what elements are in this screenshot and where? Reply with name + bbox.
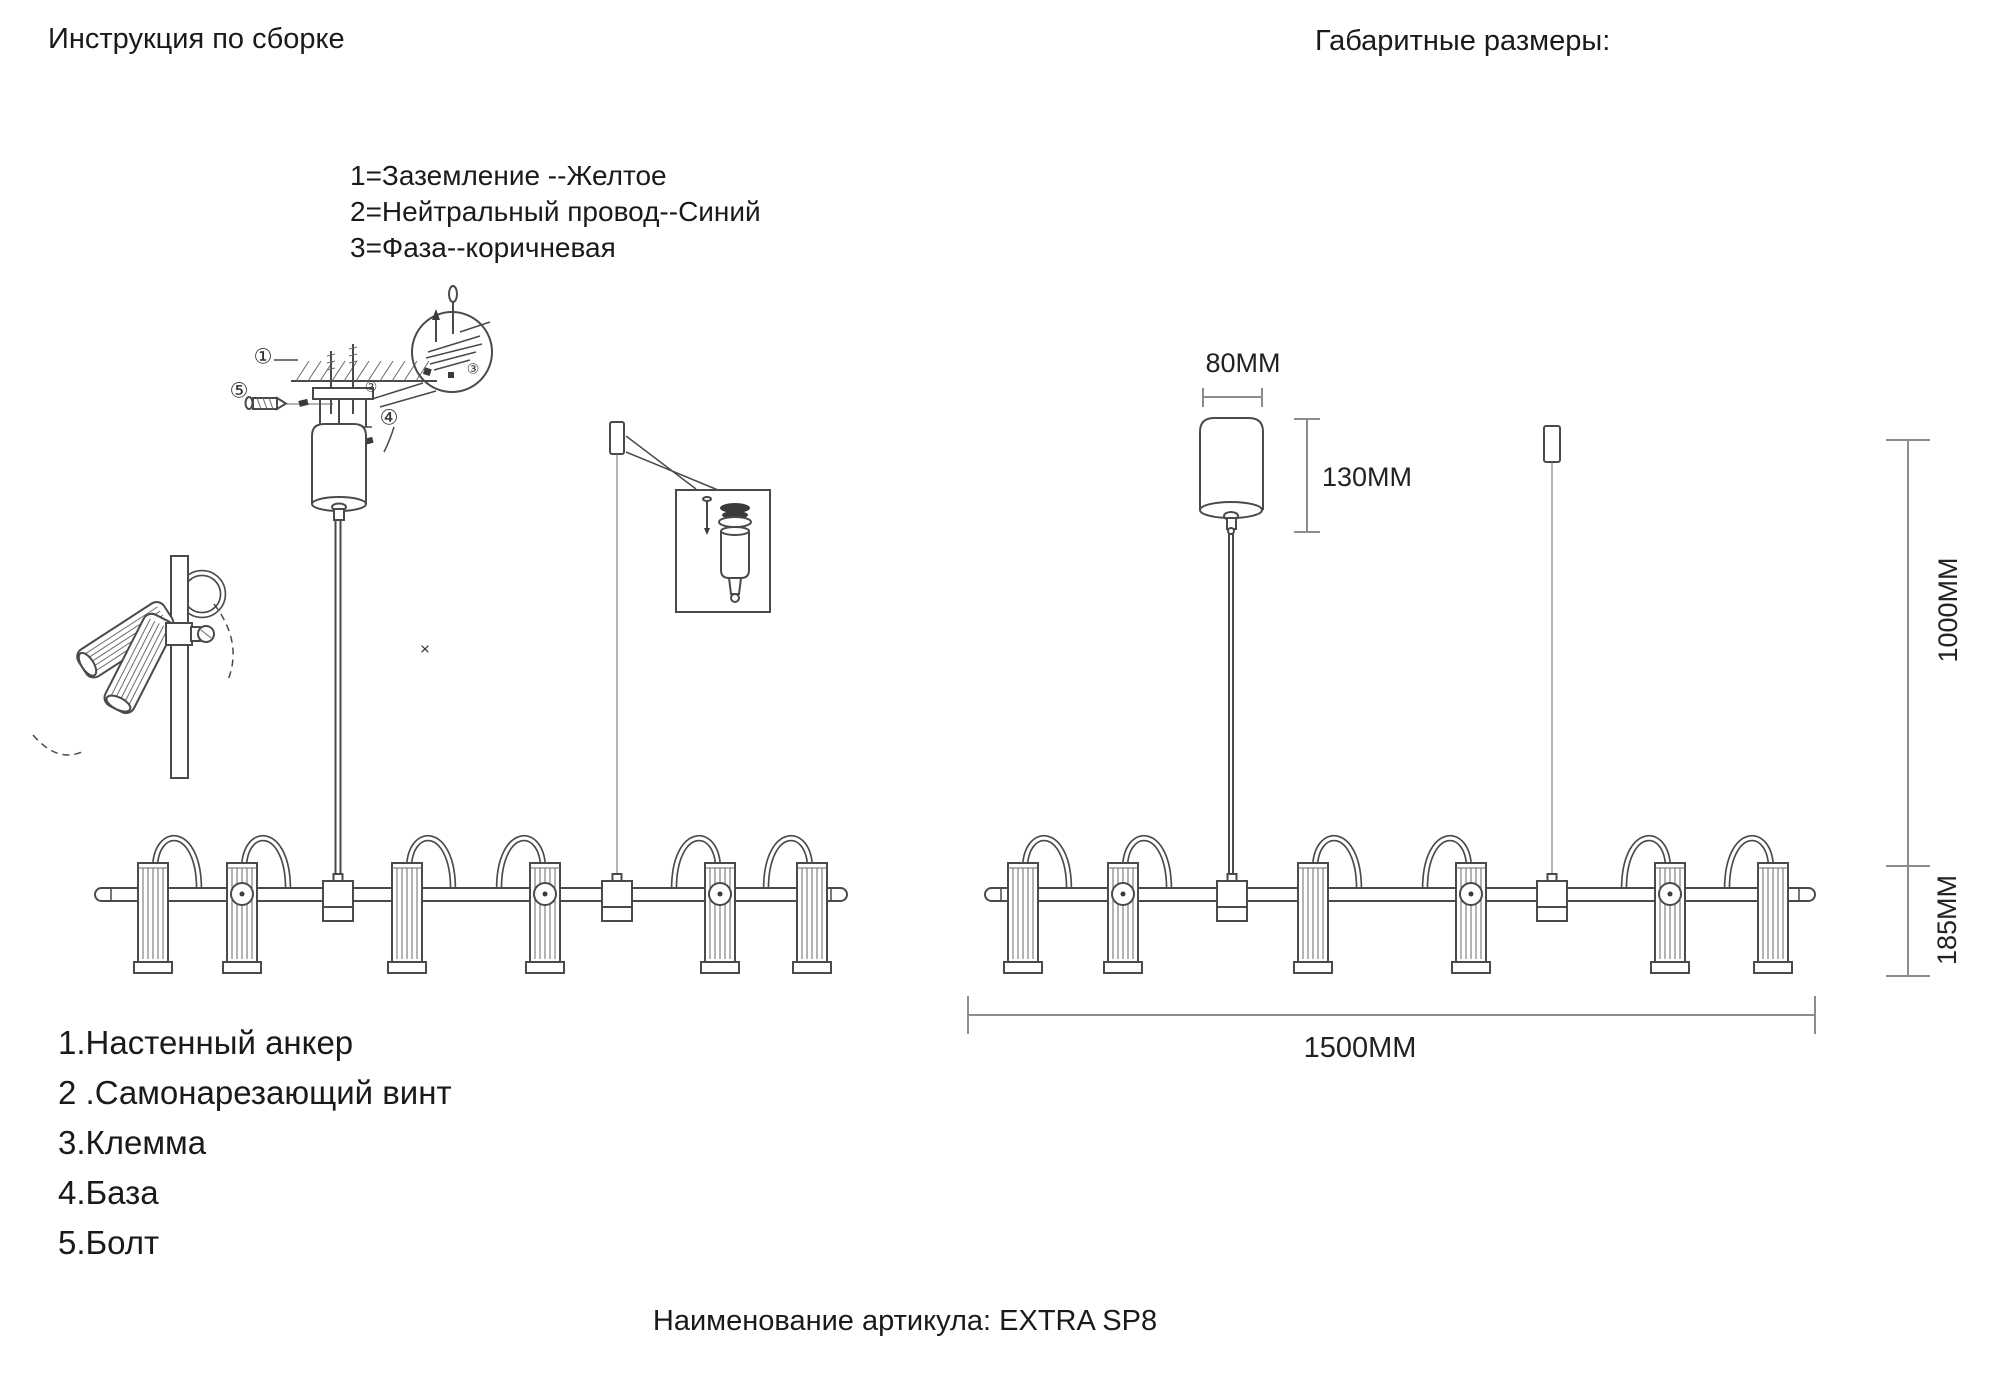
right-cord-grip (1543, 425, 1561, 874)
wiring-magnifier (371, 285, 493, 408)
anchor-bolt-sketch (244, 396, 333, 411)
wiring-legend-line-ground: 1=Заземление --Желтое (350, 160, 667, 191)
dim-fixture-length: 1500MM (1303, 1032, 1417, 1065)
callout-2-screw: ② (364, 378, 378, 395)
dim-canopy-height: 130MM (1322, 462, 1413, 492)
ceiling-mount-sketch (244, 344, 437, 453)
callout-4-base: ④ (379, 406, 399, 430)
swivel-spotlight-detail (32, 555, 234, 779)
callout-3-clamp: ③ (466, 360, 480, 377)
dimension-lines (967, 388, 1930, 1034)
right-dimension-diagram (967, 388, 1930, 1034)
dimensions-title: Габаритные размеры: (1315, 25, 1611, 57)
dim-suspension-length: 1000MM (1933, 557, 1964, 663)
right-canopy (1199, 417, 1264, 875)
left-fixture-bar (94, 838, 848, 974)
dim-fixture-height: 185MM (1932, 874, 1963, 966)
parts-list-item-clamp: 3.Клемма (58, 1124, 207, 1161)
article-name: Наименование артикула: EXTRA SP8 (652, 1305, 1158, 1338)
assembly-title: Инструкция по сборке (48, 23, 345, 55)
parts-list-item-screw: 2 .Самонарезающий винт (58, 1074, 452, 1111)
wiring-legend-line-phase: 3=Фаза--коричневая (350, 232, 616, 263)
cord-grip-detail-box (675, 489, 771, 613)
left-canopy (311, 398, 367, 875)
parts-list: 1.Настенный анкер 2 .Самонарезающий винт… (58, 1018, 452, 1268)
callout-5-bolt: ⑤ (229, 379, 249, 403)
cross-marker: × (420, 639, 430, 659)
screwdriver-icon (448, 285, 458, 334)
parts-list-item-anchor: 1.Настенный анкер (58, 1024, 354, 1061)
wiring-legend-line-neutral: 2=Нейтральный провод--Синий (350, 196, 761, 227)
parts-list-item-base: 4.База (58, 1174, 159, 1211)
right-fixture-bar (984, 838, 1816, 974)
wiring-legend: 1=Заземление --Желтое 2=Нейтральный пров… (350, 158, 761, 266)
dim-canopy-width: 80MM (1205, 348, 1281, 379)
left-cord-grip (609, 421, 719, 874)
left-assembly-diagram (32, 285, 848, 974)
parts-list-item-bolt: 5.Болт (58, 1224, 160, 1261)
callout-1-anchor: ① (253, 345, 273, 369)
